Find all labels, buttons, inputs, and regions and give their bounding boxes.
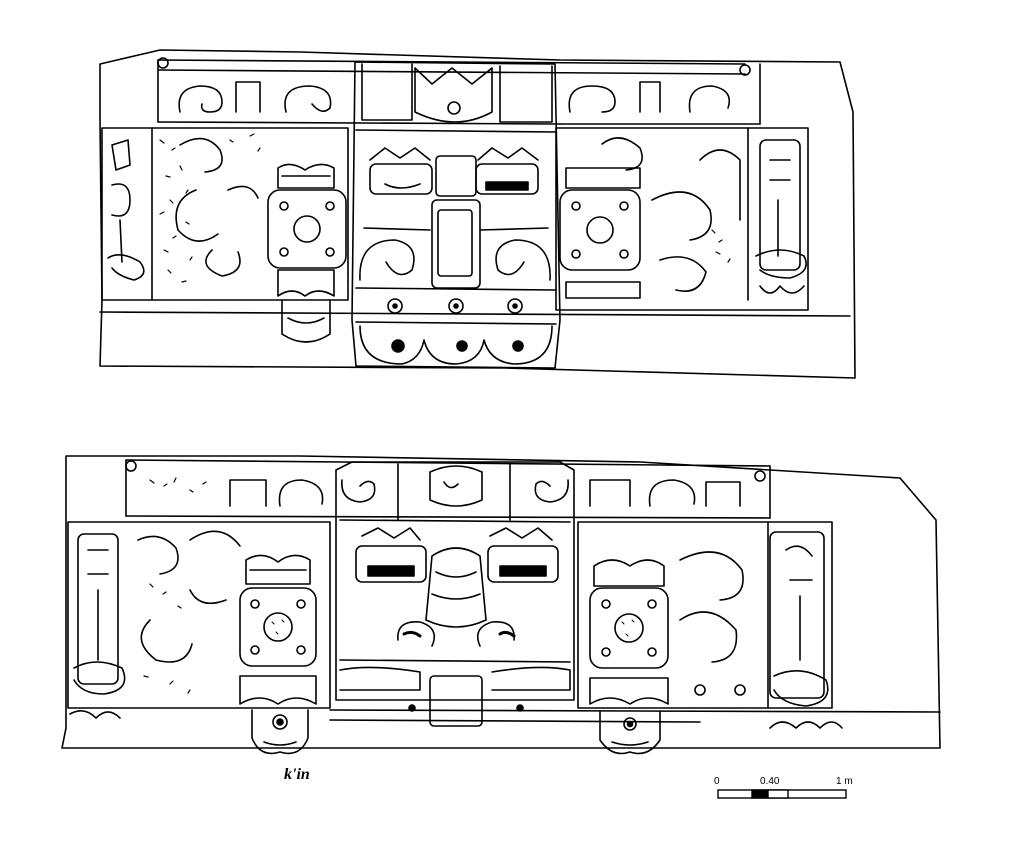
scale-tick-end: 1 m (836, 776, 853, 787)
scale-tick-mid: 0.40 (760, 776, 780, 787)
scale-tick-zero: 0 (714, 776, 720, 787)
scale-bar (717, 789, 847, 799)
lower-frieze (61, 455, 941, 755)
kin-caption: k'in (284, 766, 310, 783)
upper-frieze (99, 49, 856, 379)
